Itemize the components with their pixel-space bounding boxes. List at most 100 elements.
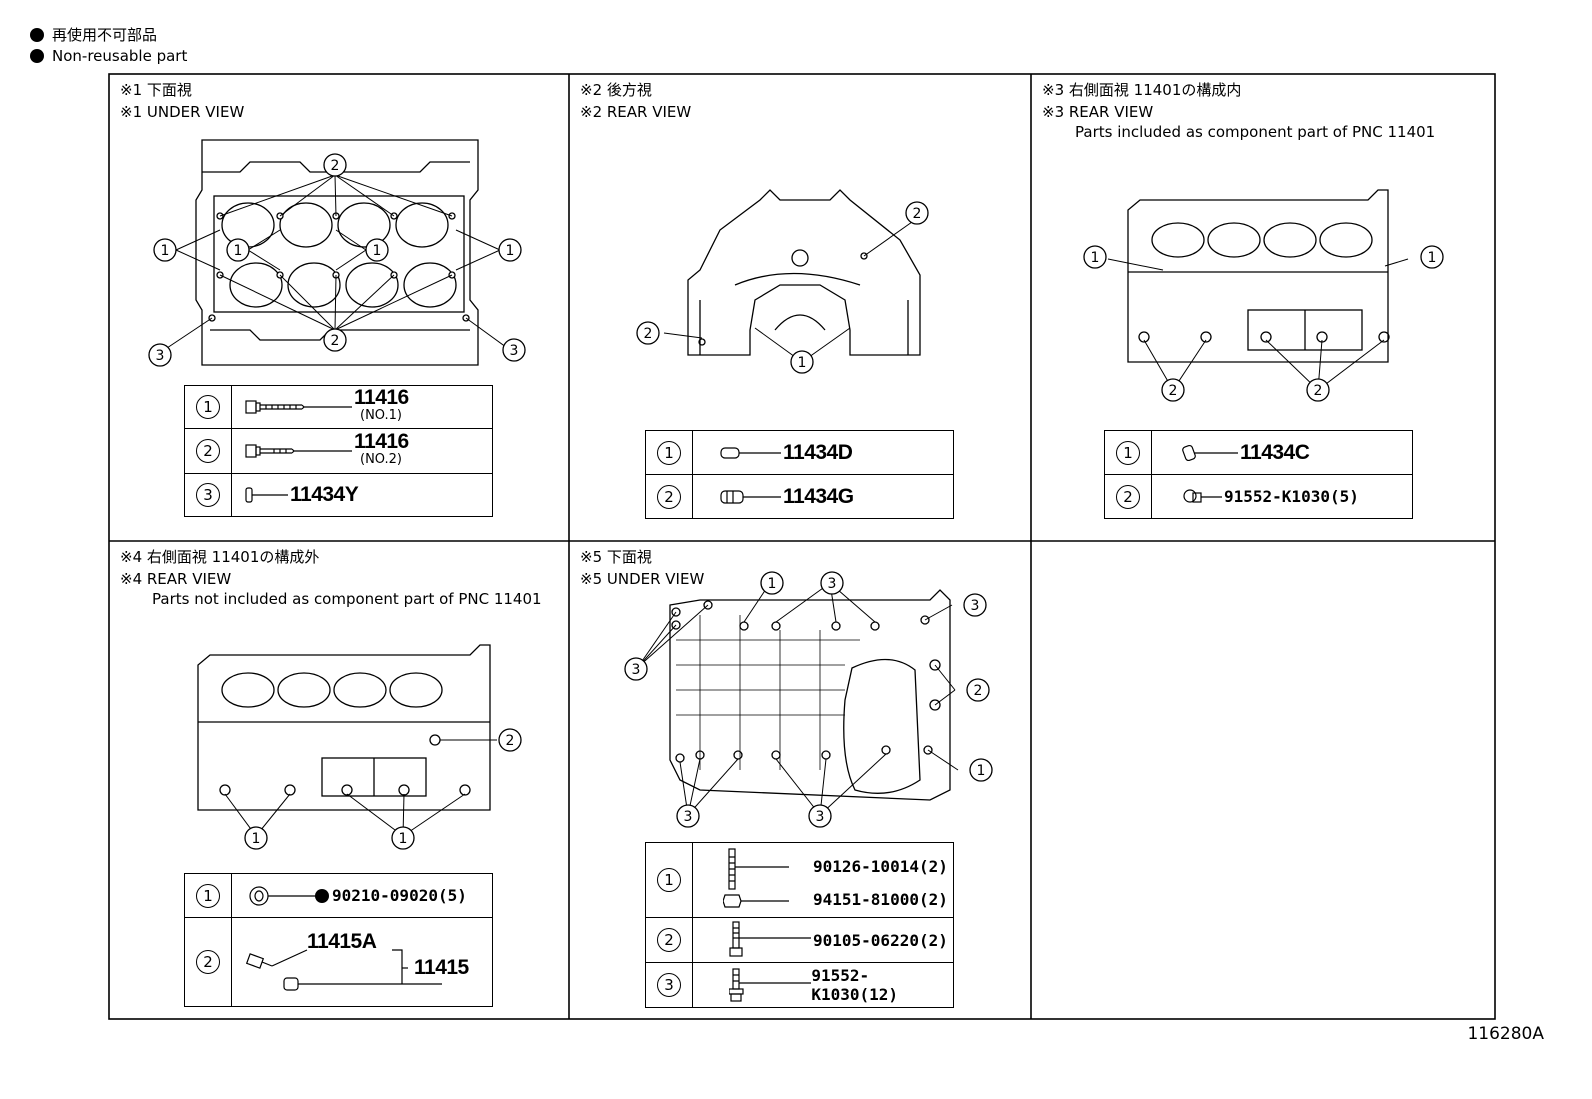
callout-1: 1 — [768, 576, 777, 592]
dowel-pin-icon — [720, 446, 781, 459]
panel-3-title-en: ※3 REAR VIEW — [1042, 103, 1154, 121]
item-number: 3 — [657, 973, 681, 997]
callout-3: 3 — [971, 598, 980, 614]
parts-table-3: 1 11434C 2 91552-K1030(5) — [1104, 430, 1413, 519]
flange-bolt-icon — [729, 968, 811, 1002]
part-number: 11434G — [783, 484, 854, 508]
callout-1: 1 — [506, 243, 515, 259]
callout-3: 3 — [156, 348, 165, 364]
illustration-reference-code: 116280A — [1467, 1024, 1544, 1044]
dowel-pin-icon — [720, 489, 781, 504]
part-number: 11415A — [307, 930, 377, 953]
item-number: 2 — [196, 950, 220, 974]
item-number: 1 — [196, 395, 220, 419]
table-row: 2 11415A 11415 — [184, 917, 493, 1007]
callout-3: 3 — [510, 343, 519, 359]
table-row: 1 11434C — [1104, 430, 1413, 475]
parts-table-4: 1 90210-09020(5) 2 — [184, 873, 493, 1007]
callout-1: 1 — [1091, 250, 1100, 266]
callout-1: 1 — [161, 243, 170, 259]
oil-pan-under-view-drawing — [637, 582, 959, 816]
item-number: 1 — [657, 868, 681, 892]
callout-2: 2 — [506, 733, 515, 749]
item-number: 3 — [196, 483, 220, 507]
part-number: 90210-09020(5) — [332, 886, 467, 905]
panel-3-title-jp: ※3 右側面視 11401の構成内 — [1042, 81, 1242, 99]
item-number: 1 — [196, 883, 220, 908]
rear-view-drawing — [663, 189, 921, 363]
dowel-pin-icon — [1182, 444, 1238, 461]
part-number: 90126-10014(2) — [813, 857, 948, 876]
table-row: 2 11416 (NO.2) — [184, 428, 493, 474]
part-number: 11416 — [354, 430, 409, 453]
panel-3-note: Parts included as component part of PNC … — [1075, 123, 1436, 141]
callouts — [148, 153, 1444, 850]
legend-jp-text: 再使用不可部品 — [52, 26, 158, 44]
outer-frame — [108, 73, 1496, 1020]
item-number: 1 — [1116, 440, 1140, 465]
flange-bolt-icon — [1183, 488, 1222, 503]
part-number: 90105-06220(2) — [813, 930, 948, 950]
part-number: 11416 — [354, 386, 409, 409]
flange-bolt-icon — [245, 400, 352, 414]
panel-1-title-en: ※1 UNDER VIEW — [120, 103, 245, 121]
dowel-pin-icon — [245, 487, 288, 503]
rear-view-excluded-drawing — [197, 644, 497, 837]
panel-4-title-jp: ※4 右側面視 11401の構成外 — [120, 548, 320, 566]
bullet-icon — [30, 49, 44, 63]
legend-non-reusable-jp: 再使用不可部品 — [30, 24, 157, 45]
flange-bolt-icon — [245, 444, 352, 458]
callout-2: 2 — [331, 333, 340, 349]
panel-5-title-jp: ※5 下面視 — [580, 548, 652, 566]
panel-2-title-en: ※2 REAR VIEW — [580, 103, 692, 121]
callout-1: 1 — [373, 243, 382, 259]
table-row: 1 11416 (NO.1) — [184, 385, 493, 429]
item-number: 2 — [196, 439, 220, 463]
callout-3: 3 — [684, 809, 693, 825]
right-side-view-drawing — [1107, 189, 1409, 391]
callout-3: 3 — [632, 662, 641, 678]
table-row: 2 11434G — [645, 474, 954, 519]
callout-3: 3 — [828, 576, 837, 592]
part-subtitle: (NO.1) — [360, 408, 402, 423]
part-number: 11415 — [414, 956, 469, 979]
panel-5-title-en: ※5 UNDER VIEW — [580, 570, 705, 588]
table-row: 1 90210-09020(5) — [184, 873, 493, 918]
item-number: 2 — [1116, 484, 1140, 509]
part-number: 11434D — [783, 440, 853, 464]
table-row: 1 90126-10014(2) 94151-81000(2) — [645, 842, 954, 918]
legend-en-text: Non-reusable part — [52, 47, 188, 65]
table-row: 2 91552-K1030(5) — [1104, 474, 1413, 519]
table-row: 3 91552-K1030(12) — [645, 962, 954, 1008]
callout-2: 2 — [1169, 383, 1178, 399]
part-number: 91552-K1030(12) — [811, 966, 899, 1004]
part-number: 91552-K1030(5) — [1224, 487, 1359, 506]
parts-table-2: 1 11434D 2 11434G — [645, 430, 954, 519]
panel-1-title-jp: ※1 下面視 — [120, 81, 192, 99]
callout-2: 2 — [331, 158, 340, 174]
callout-1: 1 — [1428, 250, 1437, 266]
item-number: 2 — [657, 928, 681, 952]
callout-1: 1 — [252, 831, 261, 847]
callout-1: 1 — [798, 355, 807, 371]
item-number: 2 — [657, 484, 681, 509]
stud-and-nut-icon — [723, 848, 789, 908]
part-number: 11434C — [1240, 440, 1310, 464]
callout-2: 2 — [644, 326, 653, 342]
part-subtitle: (NO.2) — [360, 452, 402, 467]
table-row: 1 11434D — [645, 430, 954, 475]
part-number: 11434Y — [290, 483, 359, 506]
callout-2: 2 — [913, 206, 922, 222]
panel-4-note: Parts not included as component part of … — [152, 590, 542, 608]
drain-plug-gasket-icon — [249, 885, 329, 906]
callout-1: 1 — [234, 243, 243, 259]
callout-3: 3 — [816, 809, 825, 825]
table-row: 3 11434Y — [184, 473, 493, 517]
panel-4-title-en: ※4 REAR VIEW — [120, 570, 232, 588]
oil-jet-assembly-icon — [245, 949, 442, 991]
part-number: 94151-81000(2) — [813, 890, 948, 909]
parts-table-5: 1 90126-10014(2) 94151-81000(2) 2 — [645, 842, 954, 1008]
callout-1: 1 — [977, 763, 986, 779]
callout-2: 2 — [1314, 383, 1323, 399]
